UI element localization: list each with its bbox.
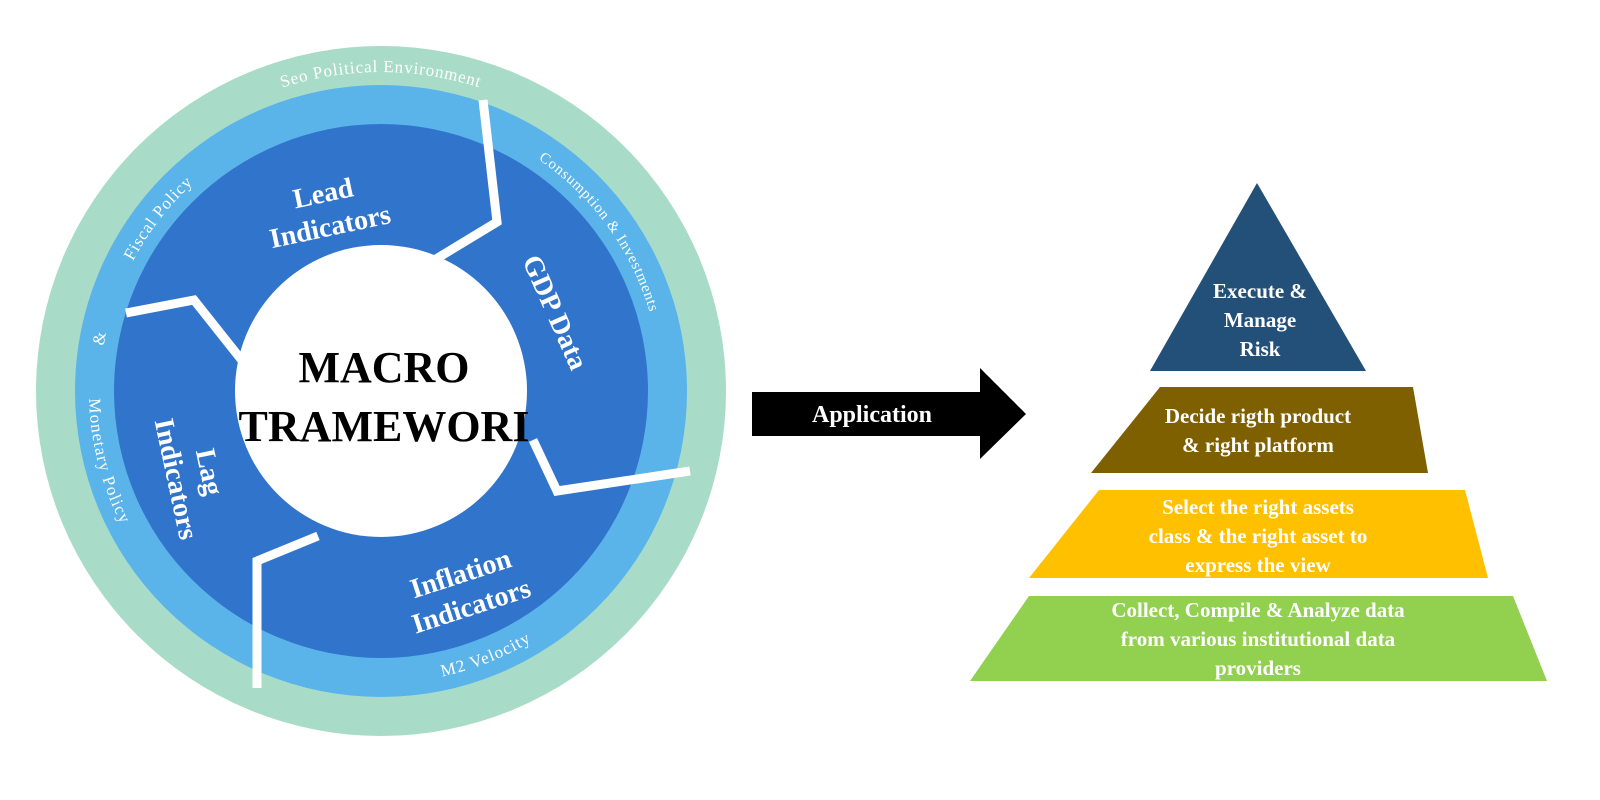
core-circle xyxy=(235,245,527,537)
arrow-label: Application xyxy=(812,402,932,428)
pyramid-tier-2-shape xyxy=(1091,387,1428,473)
tier-2-line-2: & right platform xyxy=(1182,433,1334,457)
tier-4-line-1: Collect, Compile & Analyze data xyxy=(1111,598,1405,622)
tier-3-line-2: class & the right asset to xyxy=(1149,524,1368,548)
tier-1-line-2: Manage xyxy=(1224,308,1296,332)
pyramid-tier-3-shape xyxy=(1029,490,1488,578)
pyramid-tier-4-text: Collect, Compile & Analyze data from var… xyxy=(1111,598,1405,680)
pyramid-tier-3-text: Select the right assets class & the righ… xyxy=(1149,495,1368,577)
pyramid-tier-1-shape xyxy=(1150,183,1366,371)
pyramid-tier-1-text: Execute & Manage Risk xyxy=(1213,279,1307,361)
tier-2-line-1: Decide rigth product xyxy=(1165,404,1351,428)
pyramid-tier-2-text: Decide rigth product & right platform xyxy=(1165,404,1351,457)
macro-framework-wheel: MACRO TRAMEWORI Lead Indicators GDP Data… xyxy=(36,46,726,736)
tier-3-line-1: Select the right assets xyxy=(1162,495,1354,519)
arrow-shape xyxy=(752,368,1026,459)
divider-gdp-inflation xyxy=(528,438,691,496)
pyramid-tier-4-shape xyxy=(970,596,1547,681)
application-arrow: Application xyxy=(752,368,1026,459)
divider-lag-lead xyxy=(125,295,248,366)
tier-3-line-3: express the view xyxy=(1185,553,1331,577)
tier-1-line-1: Execute & xyxy=(1213,279,1307,303)
tier-4-line-3: providers xyxy=(1215,656,1301,680)
tier-1-line-3: Risk xyxy=(1240,337,1281,361)
core-title-line1: MACRO xyxy=(298,343,469,392)
tier-4-line-2: from various institutional data xyxy=(1121,627,1396,651)
ampersand-label: & xyxy=(89,329,110,346)
core-title-line2: TRAMEWORI xyxy=(239,402,530,451)
divider-lead-gdp xyxy=(433,99,502,263)
pyramid: Execute & Manage Risk Decide rigth produ… xyxy=(970,183,1547,681)
divider-inflation-lag xyxy=(252,531,320,688)
